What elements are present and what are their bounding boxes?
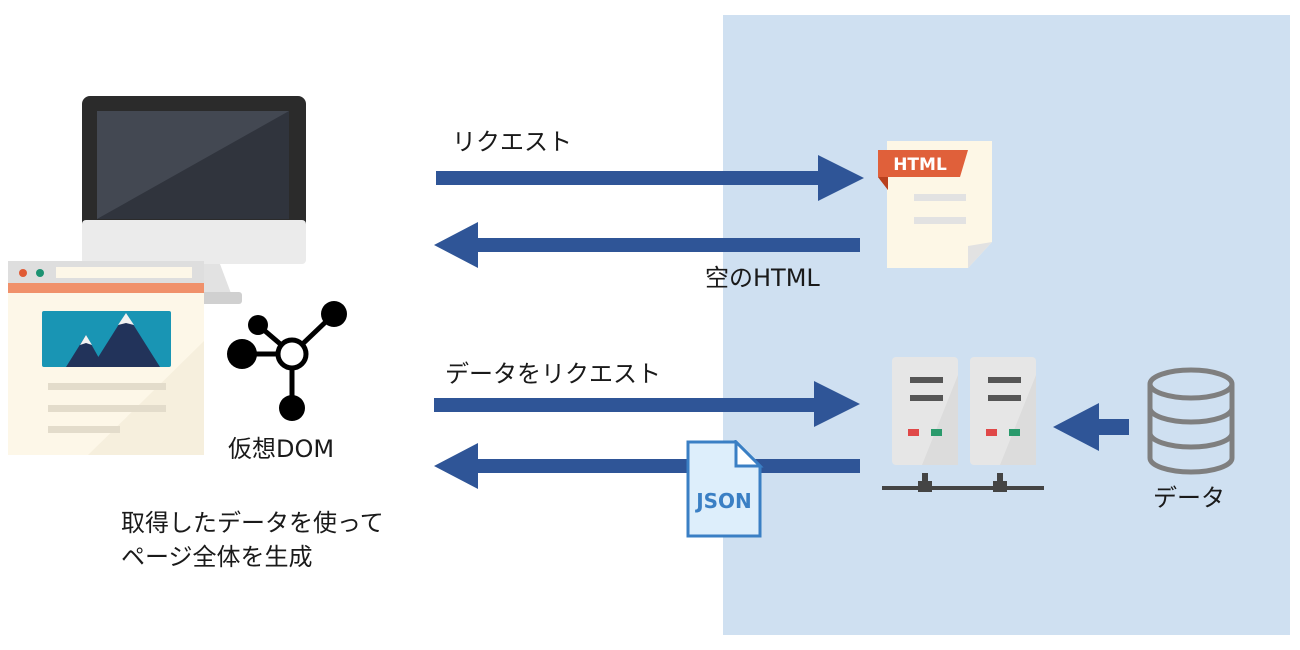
json-file-icon: JSON bbox=[686, 440, 764, 540]
html-badge-text: HTML bbox=[893, 155, 947, 175]
render-caption-line1: 取得したデータを使って bbox=[121, 509, 384, 537]
data-request-label: データをリクエスト bbox=[445, 360, 661, 388]
browser-window-icon bbox=[8, 261, 208, 457]
data-request-arrow-right bbox=[434, 381, 864, 427]
json-response-arrow-left bbox=[434, 443, 862, 489]
desktop-monitor-icon bbox=[82, 96, 308, 316]
server-side-panel bbox=[723, 15, 1290, 635]
html-file-icon: HTML bbox=[878, 138, 998, 272]
empty-html-label: 空のHTML bbox=[705, 264, 820, 292]
database-to-server-arrow bbox=[1053, 403, 1131, 451]
json-file-text: JSON bbox=[694, 489, 752, 513]
database-label: データ bbox=[1153, 484, 1225, 512]
empty-html-arrow-left bbox=[434, 222, 862, 268]
render-caption-line2: ページ全体を生成 bbox=[121, 543, 313, 571]
virtual-dom-label: 仮想DOM bbox=[228, 435, 335, 463]
server-rack-icon bbox=[882, 355, 1048, 497]
request-arrow-right bbox=[436, 155, 866, 201]
node-graph-icon bbox=[222, 298, 350, 424]
database-icon bbox=[1145, 366, 1237, 476]
request-label: リクエスト bbox=[452, 128, 572, 156]
